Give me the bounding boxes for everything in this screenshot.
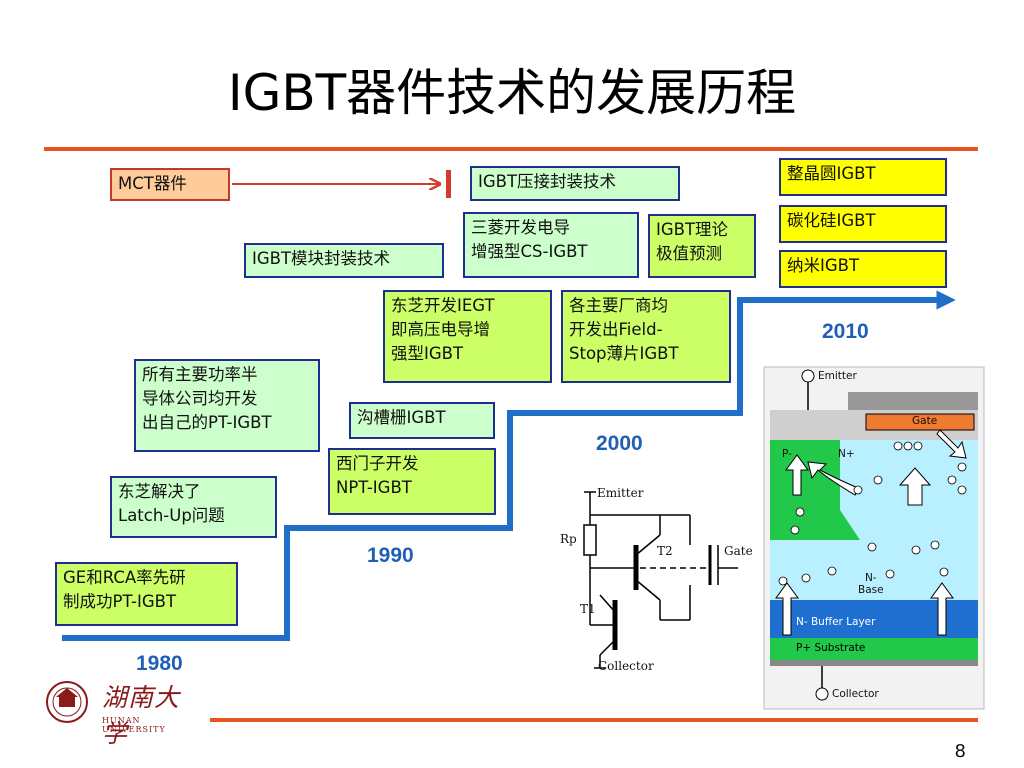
box-field-stop-line3: Stop薄片IGBT — [569, 344, 679, 363]
cross-label-substrate: P+ Substrate — [796, 642, 866, 654]
box-siemens-npt: 西门子开发 NPT-IGBT — [328, 448, 496, 515]
cross-label-collector: Collector — [832, 688, 879, 700]
box-siemens-npt-line1: 西门子开发 — [336, 454, 419, 473]
circuit-label-rp: Rp — [560, 532, 577, 546]
box-mitsubishi-cs: 三菱开发电导 增强型CS-IGBT — [463, 212, 639, 278]
box-mitsubishi-cs-line2: 增强型CS-IGBT — [471, 242, 588, 261]
box-sic-igbt: 碳化硅IGBT — [779, 205, 947, 243]
year-1980: 1980 — [136, 652, 183, 675]
page-title: IGBT器件技术的发展历程 — [227, 64, 797, 122]
circuit-label-emitter: Emitter — [597, 486, 644, 500]
box-field-stop-line1: 各主要厂商均 — [569, 296, 668, 315]
box-siemens-npt-line2: NPT-IGBT — [336, 478, 412, 497]
circuit-label-t2: T2 — [657, 544, 673, 558]
box-theory-limit-line2: 极值预测 — [656, 244, 722, 263]
box-mct: MCT器件 — [110, 168, 230, 201]
cross-label-n-base-line2: Base — [858, 584, 884, 596]
box-trench-gate: 沟槽栅IGBT — [349, 402, 495, 439]
box-toshiba-latchup-line1: 东芝解决了 — [118, 482, 201, 501]
cross-label-gate: Gate — [912, 415, 938, 427]
igbt-cross-section — [763, 366, 985, 710]
box-ge-rca: GE和RCA率先研 制成功PT-IGBT — [55, 562, 238, 626]
box-all-companies: 所有主要功率半 导体公司均开发 出自己的PT-IGBT — [134, 359, 320, 452]
university-seal — [46, 681, 88, 723]
box-mitsubishi-cs-line1: 三菱开发电导 — [471, 218, 570, 237]
box-toshiba-iegt-line2: 即高压电导增 — [391, 320, 490, 339]
box-ge-rca-line2: 制成功PT-IGBT — [63, 592, 177, 611]
box-toshiba-latchup-line2: Latch-Up问题 — [118, 506, 225, 525]
circuit-label-gate: Gate — [724, 544, 753, 558]
cross-label-emitter: Emitter — [818, 370, 857, 382]
circuit-label-t1: T1 — [580, 602, 596, 616]
university-english-name: HUNAN UNIVERSITY — [102, 716, 166, 734]
year-2000: 2000 — [596, 432, 643, 455]
year-1990: 1990 — [367, 544, 414, 567]
box-press-pack: IGBT压接封装技术 — [470, 166, 680, 201]
box-ge-rca-line1: GE和RCA率先研 — [63, 568, 186, 587]
university-name: 湖南大学 — [102, 683, 181, 748]
box-field-stop: 各主要厂商均 开发出Field- Stop薄片IGBT — [561, 290, 731, 383]
box-module-packaging: IGBT模块封装技术 — [244, 243, 444, 278]
cross-label-n-base: N- Base — [858, 572, 884, 596]
box-all-companies-line2: 导体公司均开发 — [142, 389, 258, 408]
circuit-label-collector: Collector — [598, 659, 654, 673]
box-theory-limit: IGBT理论 极值预测 — [648, 214, 756, 278]
university-logo: 湖南大学 HUNAN UNIVERSITY — [44, 676, 204, 748]
mct-arrow-bar — [446, 170, 451, 198]
cross-label-p-region: P- — [782, 448, 792, 460]
box-field-stop-line2: 开发出Field- — [569, 320, 663, 339]
box-toshiba-iegt-line3: 强型IGBT — [391, 344, 464, 363]
footer-divider — [210, 718, 978, 722]
box-nano-igbt: 纳米IGBT — [779, 250, 947, 288]
page-number: 8 — [954, 741, 966, 762]
box-all-companies-line1: 所有主要功率半 — [142, 365, 258, 384]
box-toshiba-latchup: 东芝解决了 Latch-Up问题 — [110, 476, 277, 538]
cross-label-n-base-line1: N- — [864, 572, 877, 584]
box-all-companies-line3: 出自己的PT-IGBT — [142, 413, 272, 432]
box-theory-limit-line1: IGBT理论 — [656, 220, 729, 239]
box-toshiba-iegt-line1: 东芝开发IEGT — [391, 296, 495, 315]
title-divider — [44, 147, 978, 151]
year-2010: 2010 — [822, 320, 869, 343]
igbt-equivalent-circuit — [583, 491, 738, 669]
timeline-staircase-arrow — [62, 290, 956, 641]
box-toshiba-iegt: 东芝开发IEGT 即高压电导增 强型IGBT — [383, 290, 552, 383]
box-wafer-igbt: 整晶圆IGBT — [779, 158, 947, 196]
cross-label-n-plus: N+ — [838, 448, 855, 460]
cross-label-buffer: N- Buffer Layer — [796, 616, 876, 628]
